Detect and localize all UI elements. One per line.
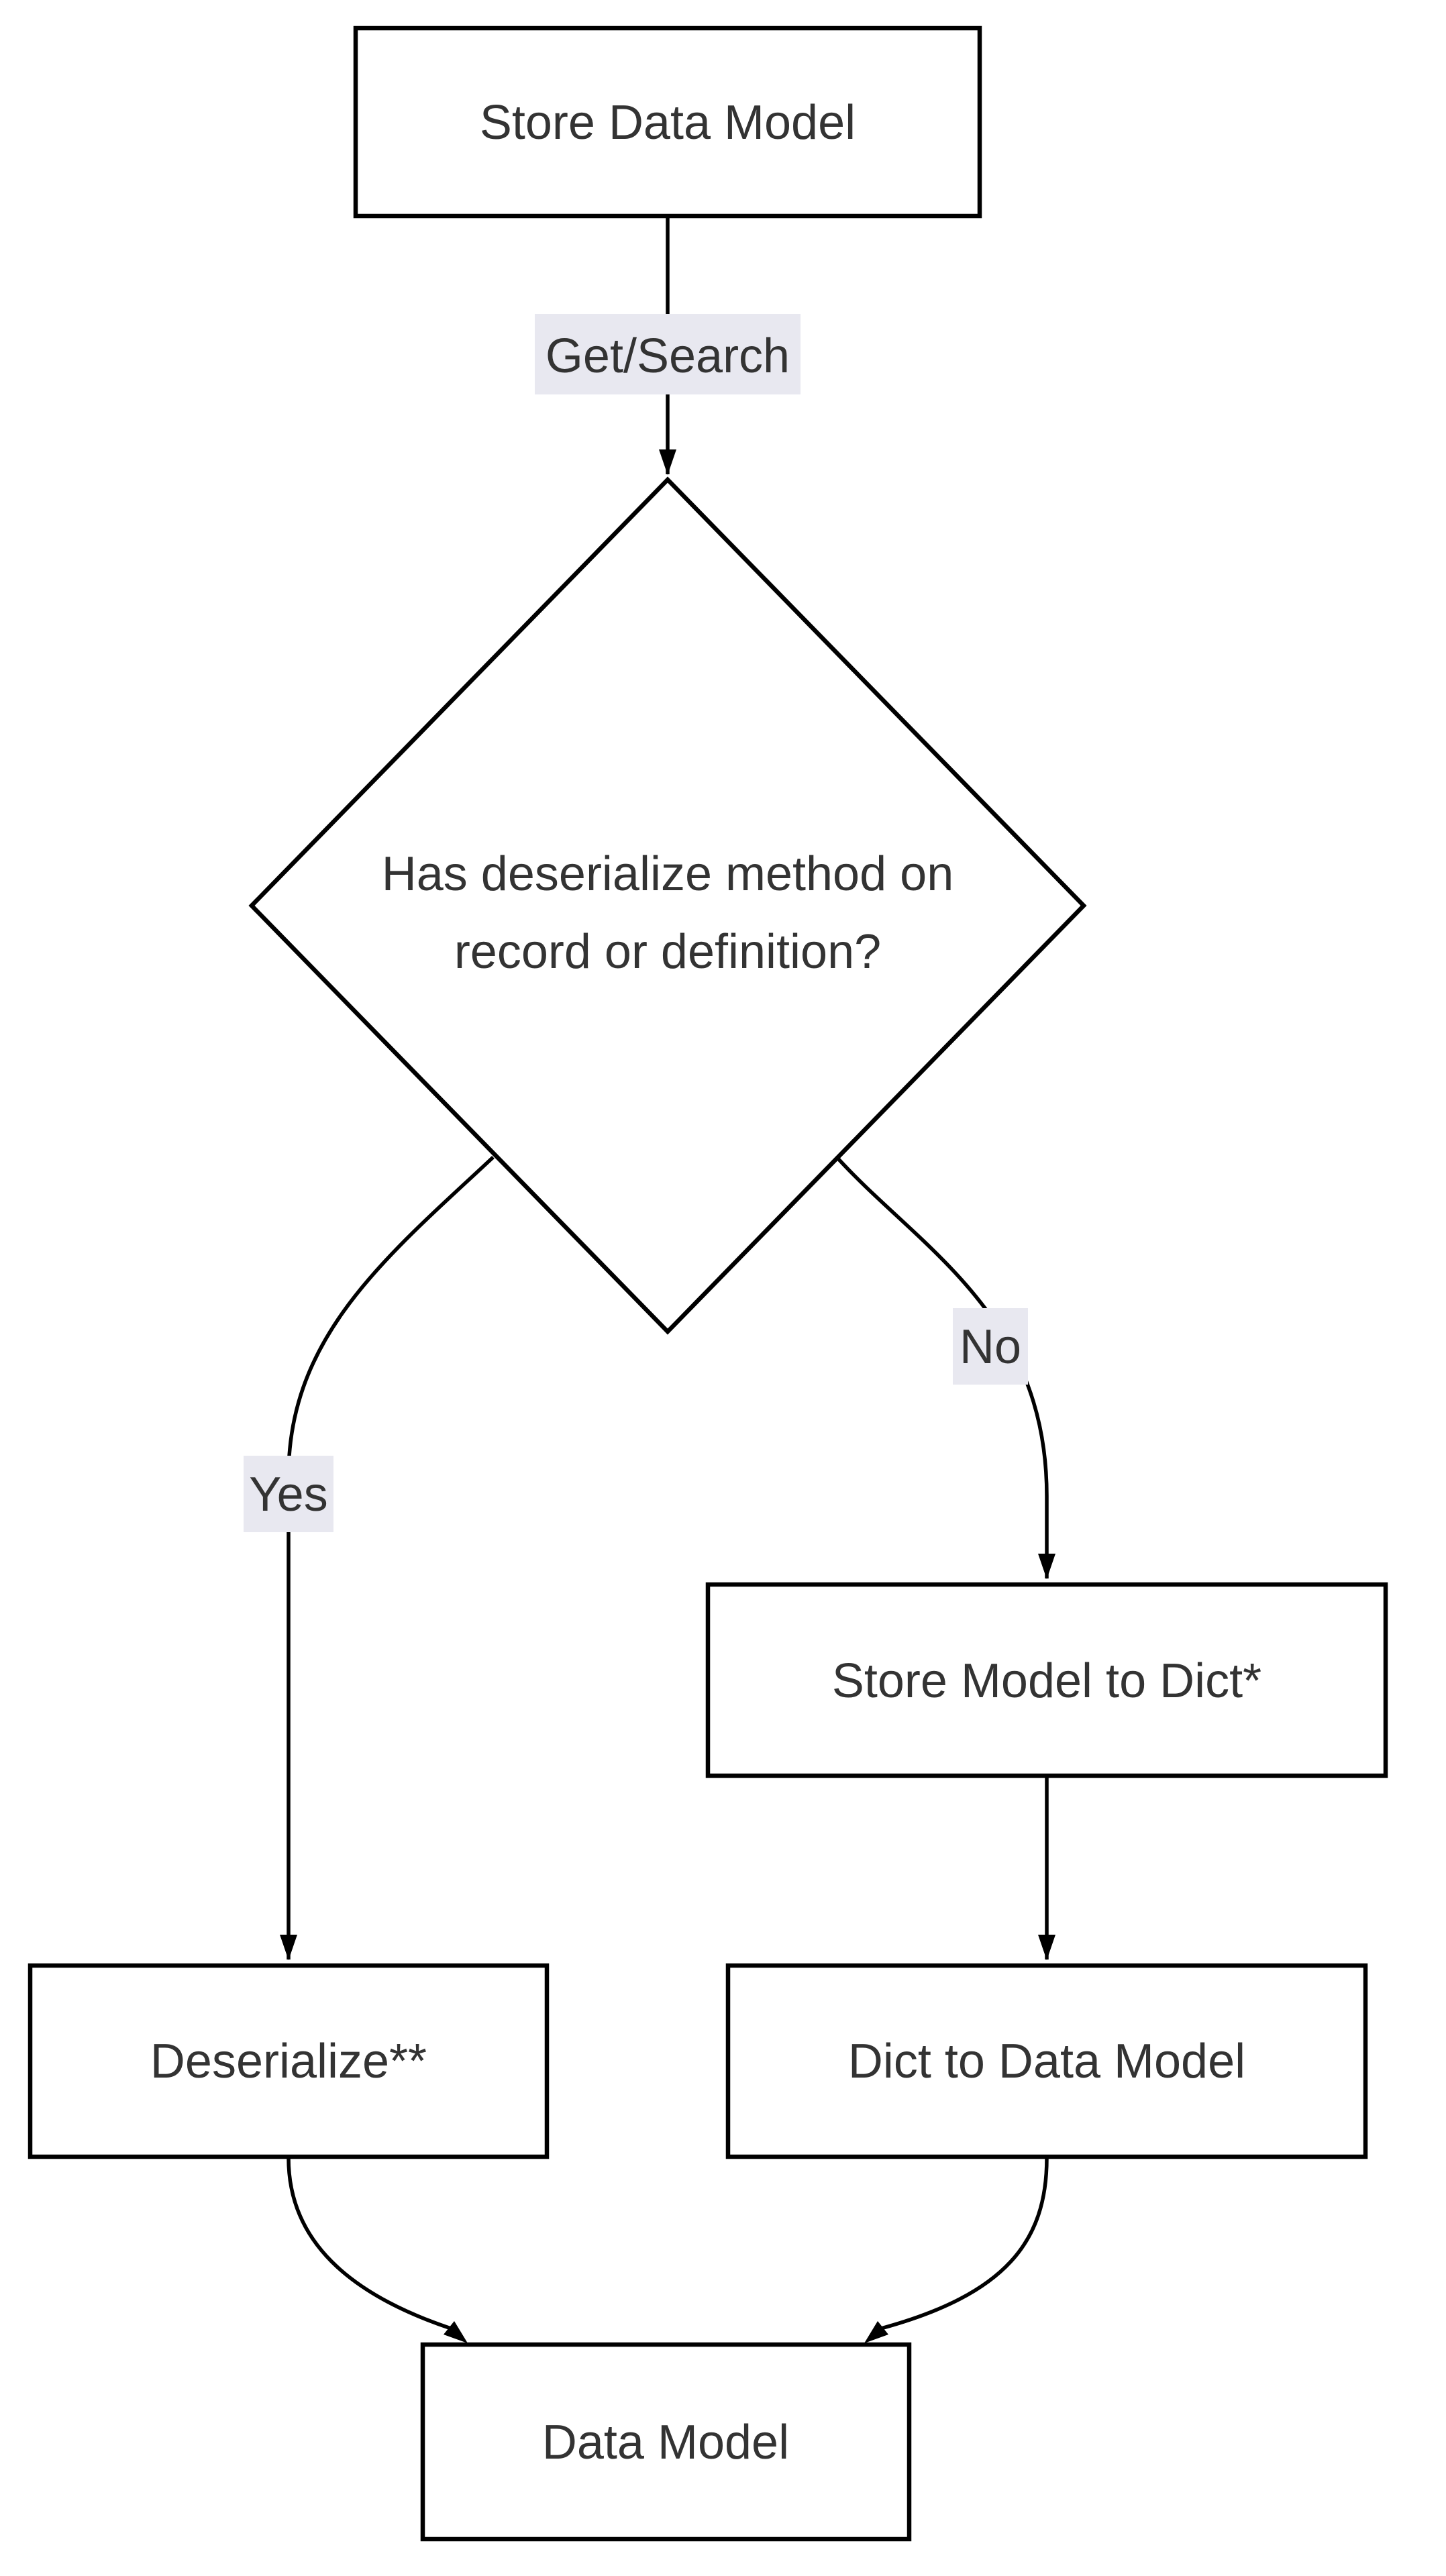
node-decision-diamond [248,476,1087,1335]
edge-label-no: No [960,1320,1021,1374]
edge-label-get-search: Get/Search [546,329,790,383]
edge-label-group-no: No [953,1308,1028,1385]
arrowhead-into-data-model-left [444,2321,468,2343]
node-dict-to-data-model-box [725,1963,1368,2159]
edge-labels: Get/Search Yes No [244,314,1028,1532]
node-store-model-to-dict-box [705,1582,1388,1778]
edge-label-bg-get-search [535,314,801,394]
edge-label-bg-no [953,1308,1028,1385]
node-store-data-model-box [353,25,982,219]
nodes: Store Data Model Has deserialize method … [28,25,1388,2542]
node-store-model-to-dict-label: Store Model to Dict* [832,1654,1261,1708]
edge-dict-to-data-model-to-data-model [880,2157,1049,2330]
node-deserialize-label: Deserialize** [150,2035,427,2088]
edge-label-group-yes: Yes [244,1456,333,1532]
node-deserialize-box [28,1963,550,2159]
node-deserialize: Deserialize** [28,1963,550,2159]
edge-label-yes: Yes [249,1468,327,1521]
edge-deserialize-to-data-model [287,2157,452,2330]
edges [280,216,1055,2343]
edge-label-group-get-search: Get/Search [535,314,801,394]
arrowhead-into-data-model-right [864,2321,888,2343]
node-data-model-box [420,2342,912,2542]
node-data-model: Data Model [420,2342,912,2542]
edge-decision-yes-to-deserialize [280,1155,495,1960]
node-store-data-model-label: Store Data Model [480,96,856,150]
node-dict-to-data-model: Dict to Data Model [725,1963,1368,2159]
node-store-model-to-dict: Store Model to Dict* [705,1582,1388,1778]
node-decision-label-line1: Has deserialize method on [382,847,953,901]
node-data-model-label: Data Model [542,2416,789,2469]
node-decision: Has deserialize method on record or defi… [248,476,1087,1335]
node-decision-label-line2: record or definition? [454,925,881,979]
node-dict-to-data-model-label: Dict to Data Model [848,2035,1245,2088]
edge-decision-no-to-store-model-to-dict [835,1157,1055,1579]
edge-label-bg-yes [244,1456,333,1532]
node-store-data-model: Store Data Model [353,25,982,219]
